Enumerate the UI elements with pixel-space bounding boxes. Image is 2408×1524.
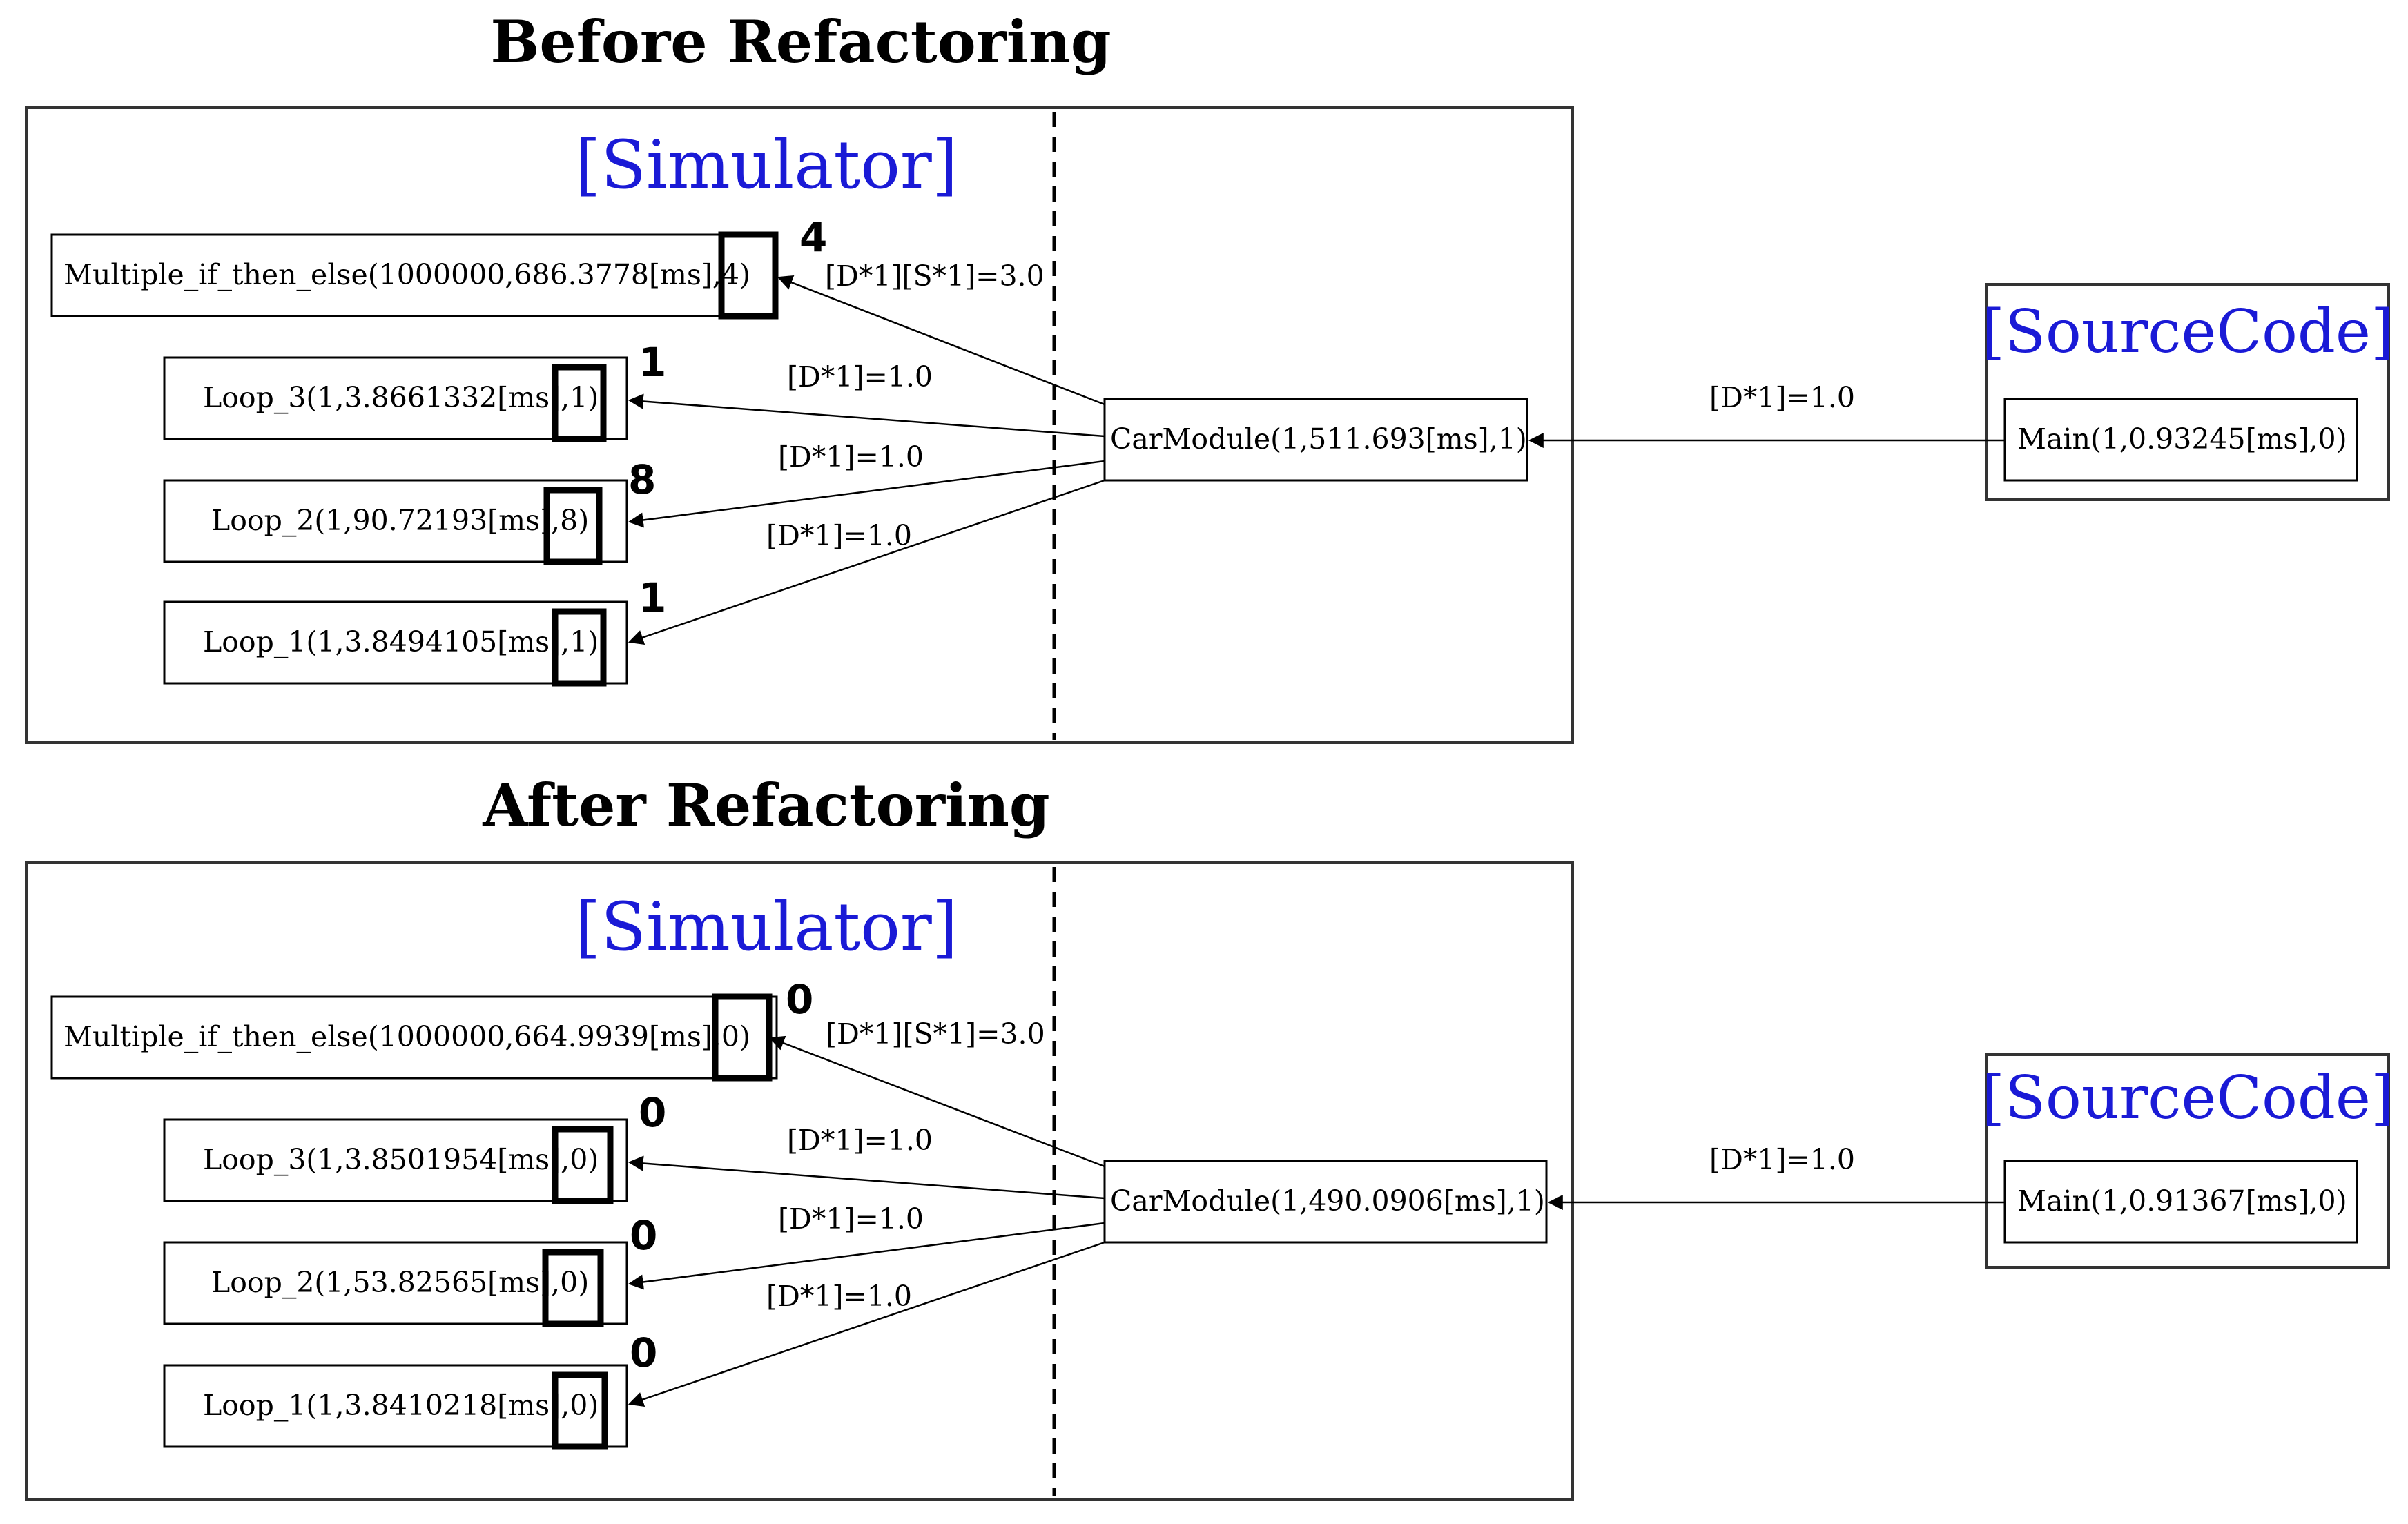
node-main: Main(1,0.91367[ms],0) bbox=[2003, 1160, 2358, 1244]
panel-before: Before Refactoring [Simulator] Multiple_… bbox=[25, 8, 2394, 744]
edge-label: [D*1]=1.0 bbox=[778, 440, 924, 473]
panel-title: After Refactoring bbox=[482, 771, 1049, 839]
simulator-frame bbox=[25, 861, 1574, 1501]
edge-arrow bbox=[628, 1155, 1105, 1200]
edges bbox=[628, 1035, 2005, 1407]
node-loop2: Loop_2(1,90.72193[ms],8) 8 bbox=[163, 456, 656, 565]
sourcecode-label: [SourceCode] bbox=[1982, 297, 2394, 367]
edge-label: [D*1]=1.0 bbox=[766, 1280, 912, 1313]
node-loop1: Loop_1(1,3.8410218[ms],0) 0 bbox=[163, 1329, 657, 1450]
node-carmodule: CarModule(1,511.693[ms],1) bbox=[1103, 398, 1528, 482]
node-label: Loop_1(1,3.8410218[ms],0) bbox=[203, 1389, 599, 1422]
sourcecode-group: [SourceCode] Main(1,0.93245[ms],0) bbox=[1982, 283, 2394, 501]
sourcecode-group: [SourceCode] Main(1,0.91367[ms],0) bbox=[1982, 1053, 2394, 1269]
node-label: Loop_3(1,3.8661332[ms],1) bbox=[203, 381, 599, 414]
badge-count: 8 bbox=[628, 456, 656, 503]
panel-after: After Refactoring [Simulator] Multiple_i… bbox=[25, 771, 2394, 1501]
highlight-box bbox=[552, 1371, 608, 1450]
edge-label: [D*1]=1.0 bbox=[787, 1124, 933, 1157]
highlight-box bbox=[542, 1249, 604, 1327]
edge-arrow bbox=[628, 1222, 1105, 1290]
node-loop2: Loop_2(1,53.82565[ms],0) 0 bbox=[163, 1212, 657, 1327]
edge-label: [D*1]=1.0 bbox=[766, 519, 912, 552]
node-loop3: Loop_3(1,3.8661332[ms],1) 1 bbox=[163, 339, 666, 442]
node-multiple: Multiple_if_then_else(1000000,686.3778[m… bbox=[50, 214, 827, 320]
panel-title: Before Refactoring bbox=[490, 8, 1111, 76]
edge-label: [D*1][S*1]=3.0 bbox=[826, 1017, 1045, 1051]
node-label: Loop_2(1,90.72193[ms],8) bbox=[211, 504, 589, 537]
badge-count: 0 bbox=[639, 1089, 666, 1136]
badge-count: 0 bbox=[630, 1329, 657, 1376]
badge-count: 1 bbox=[639, 339, 666, 386]
edge-arrow bbox=[628, 393, 1105, 438]
edge-arrow bbox=[628, 460, 1105, 528]
highlight-box bbox=[552, 1126, 614, 1204]
edge-arrow bbox=[768, 1035, 1105, 1168]
edge-label: [D*1]=1.0 bbox=[1709, 1143, 1855, 1176]
node-label: Loop_3(1,3.8501954[ms],0) bbox=[203, 1143, 599, 1176]
node-label: Multiple_if_then_else(1000000,664.9939[m… bbox=[64, 1020, 750, 1053]
edge-arrow bbox=[628, 479, 1105, 645]
edge-label: [D*1]=1.0 bbox=[1709, 381, 1855, 414]
sourcecode-frame bbox=[1985, 283, 2390, 501]
edges bbox=[628, 275, 2005, 645]
edge-label: [D*1]=1.0 bbox=[778, 1202, 924, 1235]
node-label: CarModule(1,511.693[ms],1) bbox=[1110, 422, 1527, 456]
node-main: Main(1,0.93245[ms],0) bbox=[2003, 398, 2358, 482]
node-carmodule: CarModule(1,490.0906[ms],1) bbox=[1103, 1160, 1548, 1244]
node-label: Main(1,0.91367[ms],0) bbox=[2017, 1184, 2347, 1218]
simulator-frame bbox=[25, 106, 1574, 744]
badge-count: 0 bbox=[786, 976, 813, 1023]
sourcecode-label: [SourceCode] bbox=[1982, 1064, 2394, 1133]
node-label: Loop_1(1,3.8494105[ms],1) bbox=[203, 625, 599, 658]
simulator-label: [Simulator] bbox=[575, 126, 958, 204]
badge-count: 4 bbox=[799, 214, 827, 261]
edge-label: [D*1]=1.0 bbox=[787, 360, 933, 393]
simulator-label: [Simulator] bbox=[575, 888, 958, 966]
node-label: CarModule(1,490.0906[ms],1) bbox=[1110, 1184, 1545, 1218]
edge-arrow bbox=[777, 275, 1105, 406]
node-label: Multiple_if_then_else(1000000,686.3778[m… bbox=[64, 258, 750, 291]
edge-label: [D*1][S*1]=3.0 bbox=[825, 260, 1045, 293]
node-loop3: Loop_3(1,3.8501954[ms],0) 0 bbox=[163, 1089, 666, 1204]
node-label: Loop_2(1,53.82565[ms],0) bbox=[211, 1266, 589, 1299]
node-multiple: Multiple_if_then_else(1000000,664.9939[m… bbox=[50, 976, 813, 1082]
node-label: Main(1,0.93245[ms],0) bbox=[2017, 422, 2347, 456]
highlight-box bbox=[552, 608, 607, 687]
badge-count: 1 bbox=[639, 574, 666, 621]
highlight-box bbox=[718, 231, 779, 320]
sourcecode-frame bbox=[1985, 1053, 2390, 1269]
highlight-box bbox=[543, 487, 603, 565]
edge-arrow bbox=[628, 1241, 1105, 1407]
node-loop1: Loop_1(1,3.8494105[ms],1) 1 bbox=[163, 574, 666, 687]
highlight-box bbox=[552, 364, 607, 442]
badge-count: 0 bbox=[630, 1212, 657, 1259]
